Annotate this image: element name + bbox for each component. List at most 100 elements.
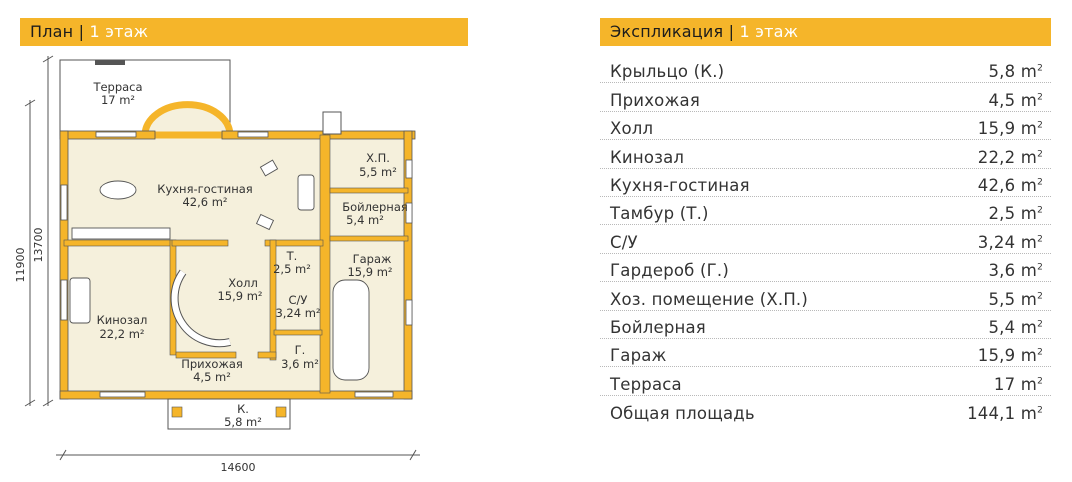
area-unit-exponent: 2 (1037, 149, 1043, 160)
area-unit: m (1020, 289, 1038, 309)
room-garage-name: Гараж (353, 252, 392, 266)
room-wardrobe-name: Г. (295, 343, 306, 357)
area-unit: m (1020, 90, 1038, 110)
dimension-height-inner: 13700 (32, 228, 45, 263)
area-unit-exponent: 2 (1037, 234, 1043, 245)
area-value: 5,5 (988, 289, 1016, 309)
area-value: 22,2 (977, 147, 1016, 167)
explication-room-area: 15,9 m2 (978, 346, 1043, 365)
room-cinema-area: 22,2 m² (99, 327, 144, 341)
explication-room-name: С/У (610, 232, 638, 252)
explication-room-name: Крыльцо (К.) (610, 62, 725, 82)
area-value: 17 (993, 374, 1016, 394)
explication-room-name: Прихожая (610, 90, 700, 110)
area-unit-exponent: 2 (1037, 319, 1043, 330)
room-bathroom-name: С/У (289, 293, 308, 307)
area-unit: m (1020, 346, 1038, 366)
area-value: 42,6 (977, 175, 1016, 195)
area-unit: m (1020, 175, 1038, 195)
dimension-lines (24, 55, 420, 461)
explication-room-name: Терраса (610, 374, 682, 394)
explication-room-name: Общая площадь (610, 404, 755, 424)
room-hallway-name: Прихожая (181, 357, 243, 371)
explication-room-area: 3,6 m2 (988, 261, 1043, 280)
explication-row: Гардероб (Г.) 3,6 m2 (600, 254, 1051, 283)
explication-room-name: Тамбур (Т.) (610, 204, 709, 224)
area-unit-exponent: 2 (1037, 205, 1043, 216)
area-unit-exponent: 2 (1037, 262, 1043, 273)
plan-header: План | 1 этаж (20, 18, 468, 46)
porch (167, 398, 291, 430)
area-unit: m (1020, 317, 1038, 337)
dimension-width: 14600 (221, 461, 256, 474)
explication-room-name: Хоз. помещение (Х.П.) (610, 289, 809, 309)
explication-header-separator: | (728, 22, 735, 41)
area-unit: m (1020, 119, 1038, 139)
explication-room-name: Кухня-гостиная (610, 175, 750, 195)
room-wardrobe-area: 3,6 m² (281, 357, 319, 371)
area-value: 4,5 (988, 90, 1016, 110)
area-unit: m (1020, 204, 1038, 224)
room-vestibule-name: Т. (286, 249, 298, 263)
room-hp-name: Х.П. (366, 151, 390, 165)
explication-room-area: 5,5 m2 (988, 290, 1043, 309)
area-unit: m (1020, 147, 1038, 167)
area-value: 3,6 (988, 261, 1016, 281)
dimension-height-outer: 11900 (14, 248, 27, 283)
explication-row: Прихожая 4,5 m2 (600, 83, 1051, 112)
room-kitchen-name: Кухня-гостиная (157, 182, 252, 196)
area-unit-exponent: 2 (1037, 177, 1043, 188)
area-unit: m (1020, 232, 1038, 252)
explication-room-area: 22,2 m2 (978, 148, 1043, 167)
area-value: 144,1 (967, 404, 1016, 424)
floor-plan: Терраса 17 m² Кухня-гостиная 42,6 m² Х.П… (14, 55, 420, 474)
room-porch-name: К. (237, 402, 249, 416)
room-porch-area: 5,8 m² (224, 415, 262, 429)
room-hall-name: Холл (228, 276, 258, 290)
explication-row: Терраса 17 m2 (600, 367, 1051, 396)
explication-row: Тамбур (Т.) 2,5 m2 (600, 197, 1051, 226)
area-unit-exponent: 2 (1037, 376, 1043, 387)
area-value: 2,5 (988, 204, 1016, 224)
explication-room-area: 3,24 m2 (978, 233, 1043, 252)
explication-room-area: 144,1 m2 (967, 404, 1043, 423)
explication-header-floor: 1 этаж (739, 22, 799, 41)
explication-room-name: Холл (610, 119, 654, 139)
area-unit: m (1020, 404, 1038, 424)
plan-header-floor: 1 этаж (89, 22, 149, 41)
explication-room-area: 5,8 m2 (988, 62, 1043, 81)
explication-room-area: 4,5 m2 (988, 91, 1043, 110)
explication-row: С/У 3,24 m2 (600, 225, 1051, 254)
area-value: 15,9 (977, 119, 1016, 139)
room-cinema-name: Кинозал (97, 313, 148, 327)
explication-header: Экспликация | 1 этаж (600, 18, 1051, 46)
chimney (322, 111, 342, 135)
explication-row: Кинозал 22,2 m2 (600, 140, 1051, 169)
explication-room-area: 5,4 m2 (988, 318, 1043, 337)
area-unit: m (1020, 374, 1038, 394)
room-boiler-area: 5,4 m² (346, 213, 384, 227)
area-unit-exponent: 2 (1037, 92, 1043, 103)
room-hall-area: 15,9 m² (217, 289, 262, 303)
area-unit-exponent: 2 (1037, 63, 1043, 74)
room-boiler-name: Бойлерная (342, 200, 408, 214)
room-bathroom-area: 3,24 m² (275, 306, 320, 320)
explication-room-name: Гардероб (Г.) (610, 261, 729, 281)
area-value: 5,8 (988, 62, 1016, 82)
furniture (69, 159, 370, 381)
room-labels: Терраса 17 m² Кухня-гостиная 42,6 m² Х.П… (92, 80, 407, 429)
explication-room-area: 17 m2 (994, 375, 1043, 394)
explication-room-area: 2,5 m2 (988, 204, 1043, 223)
explication-room-name: Кинозал (610, 147, 685, 167)
explication-header-title: Экспликация (610, 22, 724, 41)
explication-row: Хоз. помещение (Х.П.) 5,5 m2 (600, 282, 1051, 311)
plan-header-separator: | (78, 22, 85, 41)
room-hallway-area: 4,5 m² (193, 370, 231, 384)
plan-header-title: План (30, 22, 74, 41)
area-unit-exponent: 2 (1037, 347, 1043, 358)
area-value: 5,4 (988, 317, 1016, 337)
explication-room-name: Бойлерная (610, 317, 706, 337)
area-unit-exponent: 2 (1037, 120, 1043, 131)
room-vestibule-area: 2,5 m² (273, 262, 311, 276)
